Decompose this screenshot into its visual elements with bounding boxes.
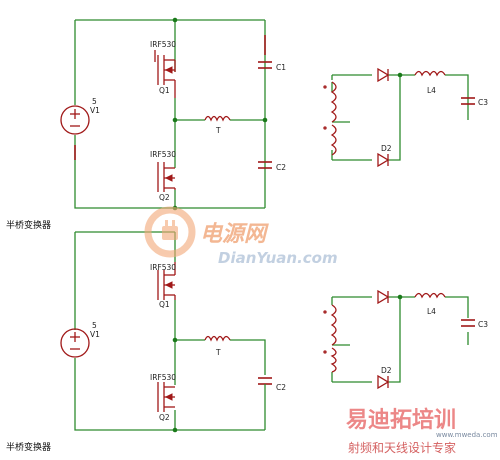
bottom-c2-label: C2 (276, 383, 286, 392)
top-diode-d2 (377, 152, 390, 168)
bottom-wires (74, 231, 266, 431)
training-watermark: 易迪拓培训 射频和天线设计专家 www.mweda.com (346, 407, 498, 455)
top-source-name: V1 (90, 106, 100, 115)
bottom-secondary-coil-lower (330, 347, 337, 373)
top-inductor-l4 (414, 70, 446, 77)
bottom-secondary-circuit: D2 L4 C3 (323, 289, 488, 390)
top-secondary-circuit: D2 L4 C3 (323, 67, 488, 168)
top-secondary-coil-lower (330, 124, 337, 156)
bottom-source-name: V1 (90, 330, 100, 339)
bottom-half-bridge-circuit: 5 V1 IRF530 Q1 IRF530 Q2 (6, 231, 286, 453)
bottom-l4-label: L4 (427, 307, 436, 316)
top-secondary-coil-upper (330, 81, 337, 123)
bottom-secondary-coil-upper (330, 304, 337, 346)
top-c3-label: C3 (478, 98, 488, 107)
bottom-capacitor-c2 (258, 377, 272, 392)
top-q2-model: IRF530 (150, 150, 176, 159)
top-q2-name: Q2 (159, 193, 170, 202)
bottom-caption: 半桥变换器 (6, 441, 51, 453)
bottom-q2-model: IRF530 (150, 373, 176, 382)
plug-logo-icon (144, 206, 196, 258)
bottom-voltage-source (60, 328, 90, 358)
bottom-q1-name: Q1 (159, 300, 170, 309)
bottom-secondary-wires (331, 296, 469, 383)
bottom-transformer-primary (204, 335, 231, 342)
bottom-q1-model: IRF530 (150, 263, 176, 272)
top-transformer-label: T (215, 126, 221, 135)
top-diode-d1 (377, 67, 390, 83)
top-q1-model: IRF530 (150, 40, 176, 49)
bottom-q2-name: Q2 (159, 413, 170, 422)
bottom-source-value: 5 (92, 321, 97, 330)
bottom-diode-d2 (377, 374, 390, 390)
bottom-transformer-label: T (215, 348, 221, 357)
top-c1-label: C1 (276, 63, 286, 72)
top-capacitor-c1 (258, 35, 272, 69)
top-mosfet-q2 (157, 162, 176, 192)
watermark-training-cn: 易迪拓培训 (346, 407, 456, 433)
top-c2-label: C2 (276, 163, 286, 172)
watermark-training-url: www.mweda.com (436, 431, 498, 439)
top-transformer-primary (204, 115, 231, 122)
watermark-site-cn: 电源网 (200, 222, 269, 247)
bottom-c3-label: C3 (478, 320, 488, 329)
top-secondary-wires (331, 74, 469, 161)
top-l4-label: L4 (427, 86, 436, 95)
top-source-value: 5 (92, 97, 97, 106)
watermark-training-sub: 射频和天线设计专家 (348, 440, 456, 455)
top-caption: 半桥变换器 (6, 219, 51, 231)
top-q1-name: Q1 (159, 86, 170, 95)
top-mosfet-q1 (154, 50, 176, 98)
top-half-bridge-circuit: 5 V1 IRF530 Q1 IRF530 Q2 (6, 17, 286, 231)
top-voltage-source (60, 105, 90, 160)
bottom-d2-label: D2 (381, 366, 392, 375)
top-outer-wires (74, 19, 266, 209)
dianyuan-watermark: 电源网 DianYuan.com (144, 206, 338, 267)
top-capacitor-c2 (258, 161, 272, 169)
top-d2-label: D2 (381, 144, 392, 153)
top-inner-wires (174, 20, 265, 208)
bottom-mosfet-q2 (157, 382, 175, 412)
bottom-inductor-l4 (414, 292, 446, 299)
bottom-mosfet-q1 (157, 262, 176, 300)
watermark-site-en: DianYuan.com (218, 249, 338, 267)
bottom-diode-d1 (377, 289, 390, 305)
